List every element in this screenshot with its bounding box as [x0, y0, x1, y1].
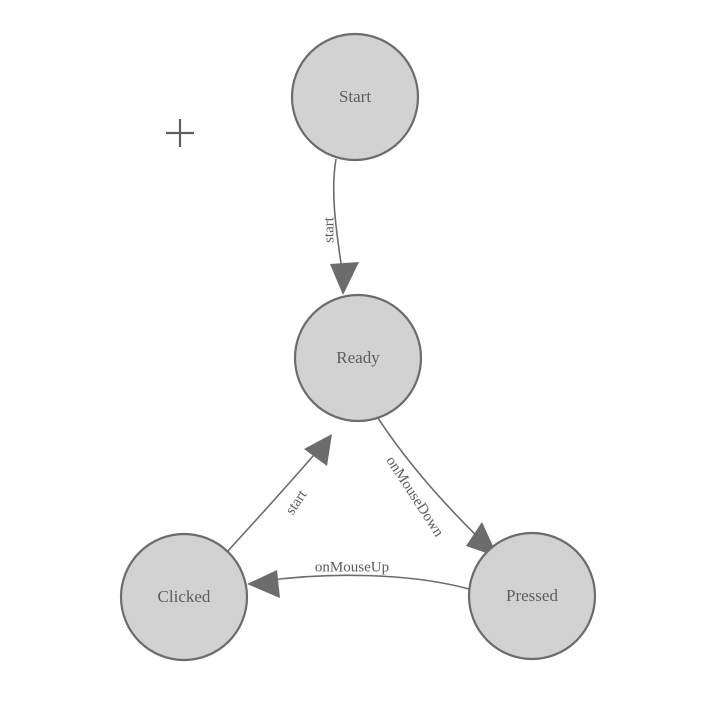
edge-label-ready-to-pressed: onMouseDown — [383, 454, 447, 541]
edge-arrowhead — [247, 570, 280, 598]
edge-label-clicked-to-ready: start — [283, 487, 311, 518]
node-pressed-label: Pressed — [506, 586, 558, 605]
edge-pressed-to-clicked[interactable]: onMouseUp — [247, 559, 470, 598]
node-clicked[interactable]: Clicked — [119, 532, 249, 662]
edge-line — [262, 574, 470, 590]
edge-label-pressed-to-clicked: onMouseUp — [315, 559, 389, 575]
edge-start-to-ready[interactable]: start — [321, 158, 359, 295]
node-ready-label: Ready — [336, 348, 380, 367]
node-pressed-circle — [467, 531, 597, 661]
edge-line — [225, 447, 321, 554]
node-clicked-label: Clicked — [158, 587, 211, 606]
node-clicked-circle — [119, 532, 249, 662]
edge-arrowhead — [304, 434, 332, 466]
node-pressed[interactable]: Pressed — [467, 531, 597, 661]
node-ready-circle — [293, 293, 423, 423]
edge-clicked-to-ready[interactable]: start — [225, 434, 332, 554]
node-start-label: Start — [339, 87, 371, 106]
node-ready[interactable]: Ready — [293, 293, 423, 423]
plus-marker — [166, 119, 194, 147]
node-start[interactable]: Start — [290, 32, 420, 162]
edge-label-start-to-ready: start — [321, 216, 337, 243]
edge-arrowhead — [330, 262, 359, 295]
node-start-circle — [290, 32, 420, 162]
edge-ready-to-pressed[interactable]: onMouseDown — [377, 417, 498, 557]
